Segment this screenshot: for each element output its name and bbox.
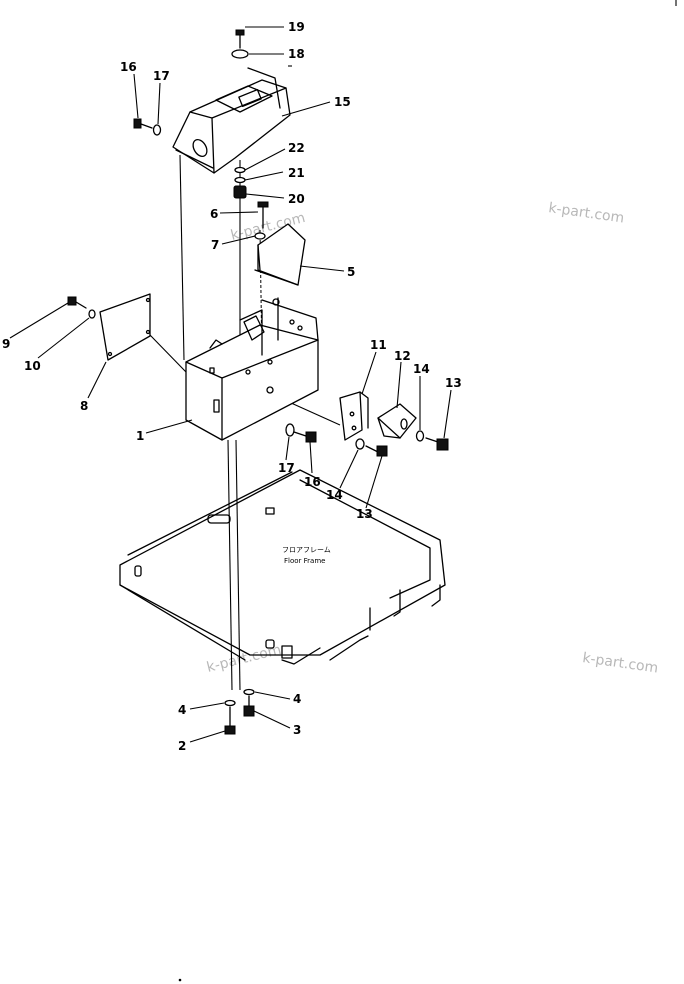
callout-17-top: 17	[153, 69, 170, 83]
callout-13-lower: 13	[356, 507, 373, 521]
bolt-part-9	[67, 296, 87, 309]
washer-part-7	[254, 232, 266, 240]
floor-frame-label-jp: フロアフレーム	[282, 546, 331, 554]
floor-frame: フロアフレーム Floor Frame	[119, 469, 446, 665]
mount-block-part-12	[377, 403, 417, 439]
bracket-part-11	[339, 391, 369, 441]
callout-11: 11	[370, 338, 387, 352]
bolt-part-19	[235, 29, 245, 49]
bolt-part-3	[243, 695, 255, 717]
callout-1: 1	[136, 429, 144, 443]
callout-8: 8	[80, 399, 88, 413]
bolt-part-13-right	[425, 437, 449, 451]
callout-10: 10	[24, 359, 41, 373]
washer-part-17-right	[285, 423, 295, 437]
bracket-cover-part-5	[254, 223, 306, 286]
callout-12: 12	[394, 349, 411, 363]
callout-19: 19	[288, 20, 305, 34]
callout-14-lower: 14	[326, 488, 343, 502]
callout-16-right: 16	[304, 475, 321, 489]
callout-6: 6	[210, 207, 218, 221]
washer-part-22	[234, 166, 246, 174]
box-frame-part-1	[185, 297, 319, 441]
washer-part-10	[88, 309, 96, 319]
washer-part-14-lower	[355, 438, 365, 450]
callout-22: 22	[288, 141, 305, 155]
washer-part-21	[234, 176, 246, 184]
callout-15: 15	[334, 95, 351, 109]
callout-5: 5	[347, 265, 355, 279]
callout-20: 20	[288, 192, 305, 206]
callout-14-right: 14	[413, 362, 430, 376]
watermark-bottom-right: k-part.com	[581, 650, 659, 676]
washer-part-4-right	[243, 688, 255, 696]
washer-part-4-left	[224, 699, 236, 707]
bolt-part-13-lower	[365, 445, 388, 457]
bolt-part-6	[257, 201, 269, 229]
callout-21: 21	[288, 166, 305, 180]
callout-3: 3	[293, 723, 301, 737]
callout-13-right: 13	[445, 376, 462, 390]
callout-2: 2	[178, 739, 186, 753]
stray-mark-bottom	[178, 978, 182, 982]
washer-part-17-top	[152, 124, 162, 136]
callout-7: 7	[211, 238, 219, 252]
callout-numbers: 19 18 16 17 15 22 21 20 6 7 5 9 10 8 1 1…	[2, 20, 462, 753]
callout-18: 18	[288, 47, 305, 61]
assembly-lines	[149, 154, 341, 691]
callout-9: 9	[2, 337, 10, 351]
leader-lines	[9, 26, 452, 743]
callout-4-right: 4	[293, 692, 301, 706]
watermark-top-right: k-part.com	[547, 200, 625, 226]
bolt-part-16-right	[293, 431, 317, 443]
nut-part-20	[233, 185, 247, 199]
side-panel-part-8	[99, 293, 151, 361]
bolt-part-2	[224, 706, 236, 735]
bolt-part-16-top	[133, 118, 153, 129]
console-cover-part-15	[172, 67, 291, 174]
floor-frame-label-en: Floor Frame	[284, 557, 325, 565]
washer-part-14-right	[415, 430, 425, 442]
callout-17-right: 17	[278, 461, 295, 475]
callout-16-top: 16	[120, 60, 137, 74]
callout-4-left: 4	[178, 703, 186, 717]
washer-part-18	[231, 49, 249, 59]
